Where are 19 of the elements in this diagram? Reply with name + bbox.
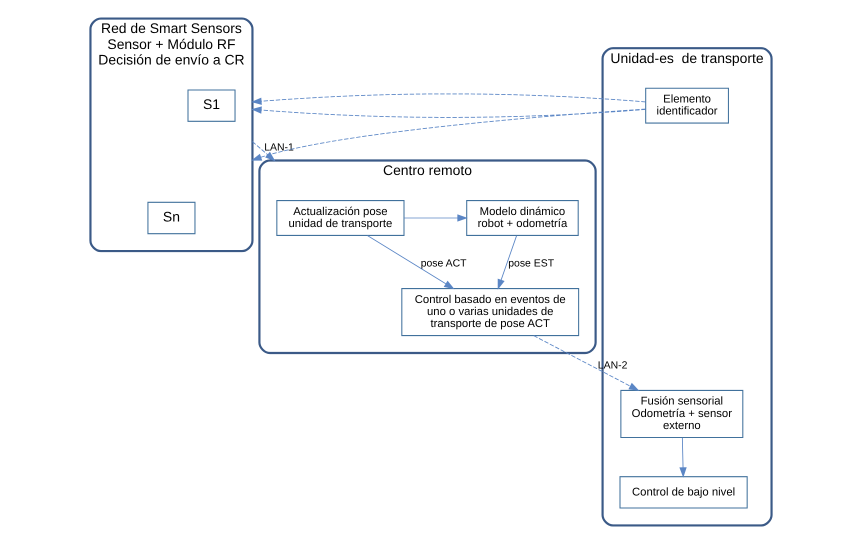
- node-box: Elemento identificador: [644, 88, 728, 124]
- edge-label: LAN-1: [264, 142, 294, 154]
- arrow: [678, 437, 686, 478]
- arrow: [252, 141, 275, 162]
- node-box: Control de bajo nivel: [618, 476, 748, 509]
- node-box: Fusión sensorial Odometría + sensor externo: [620, 390, 743, 438]
- arrow: [497, 235, 516, 290]
- arrow: [250, 106, 646, 118]
- node-box: Modelo dinámico robot + odometría: [466, 200, 578, 236]
- node-box: Control basado en eventos de uno o varias unidades de transporte de pose ACT: [400, 288, 579, 336]
- node-box: S1: [186, 89, 236, 122]
- arrow: [366, 235, 454, 290]
- arrow: [250, 93, 646, 105]
- node-box: Actualización pose unidad de transporte: [276, 200, 404, 236]
- arrow: [403, 214, 468, 222]
- node-box: Sn: [146, 202, 195, 234]
- edge-label: pose ACT: [420, 258, 466, 270]
- arrow: [250, 108, 646, 161]
- edge-label: pose EST: [508, 258, 554, 270]
